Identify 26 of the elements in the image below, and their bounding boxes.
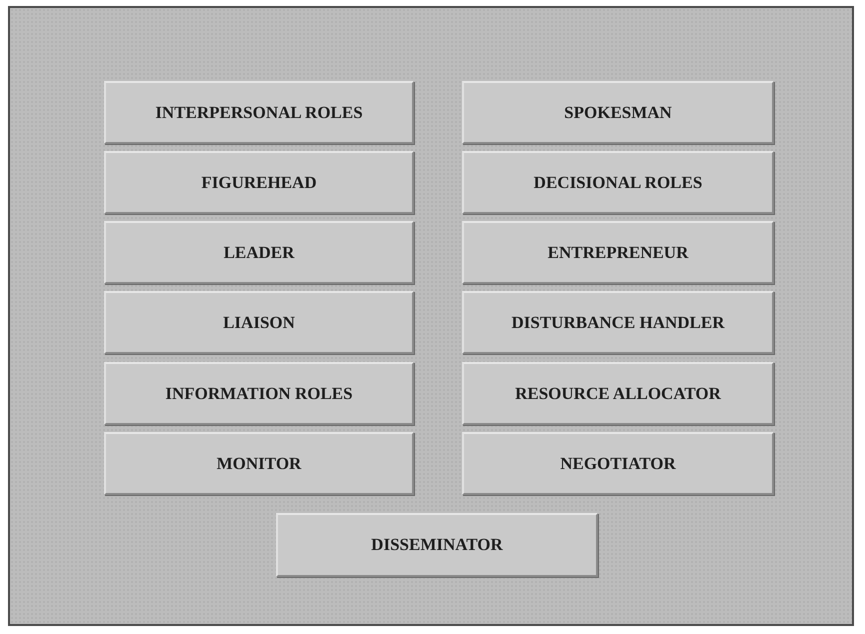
role-label: RESOURCE ALLOCATOR (515, 384, 721, 404)
role-label: DISTURBANCE HANDLER (511, 312, 724, 332)
role-label: NEGOTIATOR (560, 454, 676, 474)
role-box (104, 291, 414, 354)
role-label: DECISIONAL ROLES (534, 172, 702, 192)
role-label: INFORMATION ROLES (165, 384, 353, 404)
role-box (462, 221, 774, 284)
role-box (104, 432, 414, 495)
role-box (462, 151, 774, 214)
role-label: MONITOR (216, 454, 302, 474)
role-box (276, 513, 598, 577)
role-label: LIAISON (223, 312, 295, 332)
role-label: DISSEMINATOR (371, 535, 503, 555)
role-box (462, 432, 774, 495)
role-box (462, 81, 774, 144)
role-label: LEADER (224, 242, 294, 262)
role-label: INTERPERSONAL ROLES (155, 102, 363, 122)
role-box (104, 221, 414, 284)
role-label: FIGUREHEAD (201, 172, 317, 192)
role-label: ENTREPRENEUR (548, 242, 688, 262)
role-box (462, 362, 774, 425)
role-box (104, 151, 414, 214)
role-box (104, 362, 414, 425)
role-box (462, 291, 774, 354)
role-box (104, 81, 414, 144)
role-label: SPOKESMAN (564, 102, 672, 122)
